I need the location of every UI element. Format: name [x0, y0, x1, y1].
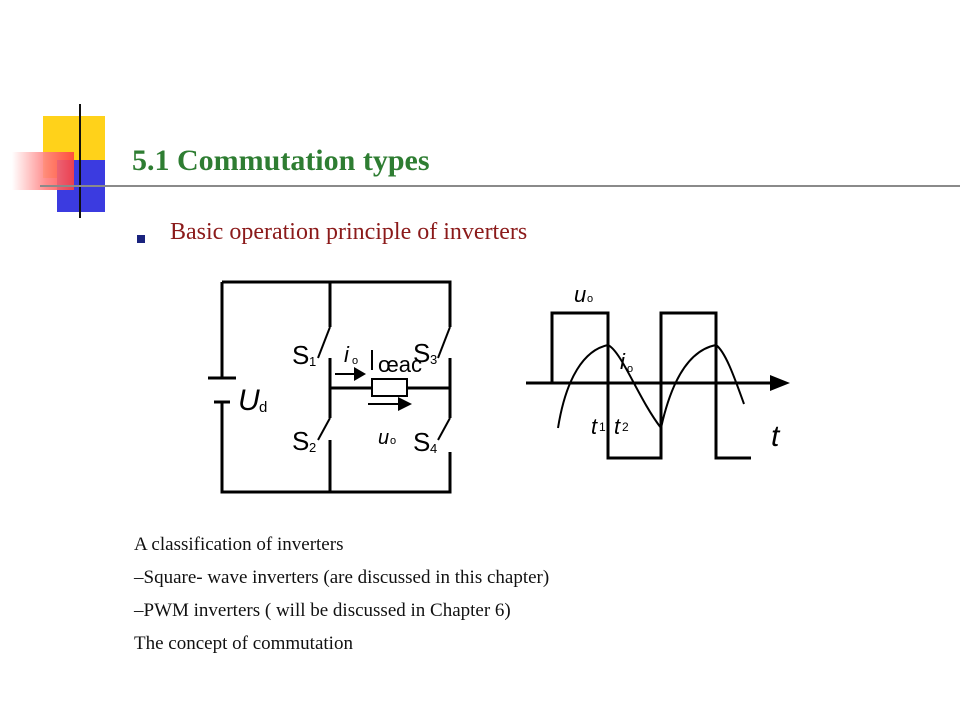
switch-s4	[437, 417, 451, 441]
wave-label-t1-sub: 1	[599, 420, 606, 434]
body-line-classification: A classification of inverters	[134, 534, 344, 555]
label-uo-sub: o	[390, 435, 396, 447]
slide-title: 5.1 Commutation types	[132, 144, 430, 177]
wave-label-io: i	[620, 349, 626, 374]
label-s4-sub: 4	[430, 441, 437, 456]
switch-s2	[317, 417, 331, 441]
title-divider	[40, 185, 960, 187]
waveform-plot	[526, 311, 775, 460]
wave-label-t2-sub: 2	[622, 420, 629, 434]
switch-s3	[437, 326, 451, 359]
label-io-sub: o	[352, 355, 358, 367]
bullet-square-icon	[137, 235, 145, 243]
deco-vertical-line	[79, 104, 81, 218]
label-s3: S	[413, 338, 430, 368]
wave-label-uo: u	[574, 282, 586, 307]
deco-red-block	[12, 152, 74, 190]
label-s2-sub: 2	[309, 440, 316, 455]
time-axis-arrow-head	[770, 375, 790, 391]
label-s1-sub: 1	[309, 354, 316, 369]
body-line-square-wave: –Square- wave inverters (are discussed i…	[134, 567, 550, 588]
label-s1: S	[292, 340, 309, 370]
label-s4: S	[413, 427, 430, 457]
wave-label-io-sub: o	[627, 363, 633, 375]
voltage-arrow-head	[398, 397, 412, 411]
label-s2: S	[292, 426, 309, 456]
label-load: œac	[378, 352, 422, 377]
uo-square-wave	[550, 311, 751, 460]
body-line-pwm: –PWM inverters ( will be discussed in Ch…	[134, 600, 511, 621]
body-text-block: A classification of inverters –Square- w…	[134, 528, 549, 660]
label-uo: u	[378, 427, 389, 449]
wave-label-t-axis: t	[771, 420, 781, 453]
label-io: i	[344, 342, 350, 367]
label-ud: U	[238, 384, 260, 417]
body-line-commutation: The concept of commutation	[134, 633, 353, 654]
bullet-text: Basic operation principle of inverters	[170, 219, 528, 245]
label-s3-sub: 3	[430, 352, 437, 367]
wave-label-t2: t	[614, 414, 621, 439]
load-resistor	[371, 378, 408, 397]
io-current-wave	[557, 343, 745, 431]
current-arrow-head	[354, 367, 366, 381]
switch-s1	[317, 326, 331, 359]
wave-label-uo-sub: o	[587, 293, 593, 305]
inverter-circuit	[208, 280, 452, 494]
wave-label-t1: t	[591, 414, 598, 439]
label-ud-sub: d	[259, 399, 267, 416]
